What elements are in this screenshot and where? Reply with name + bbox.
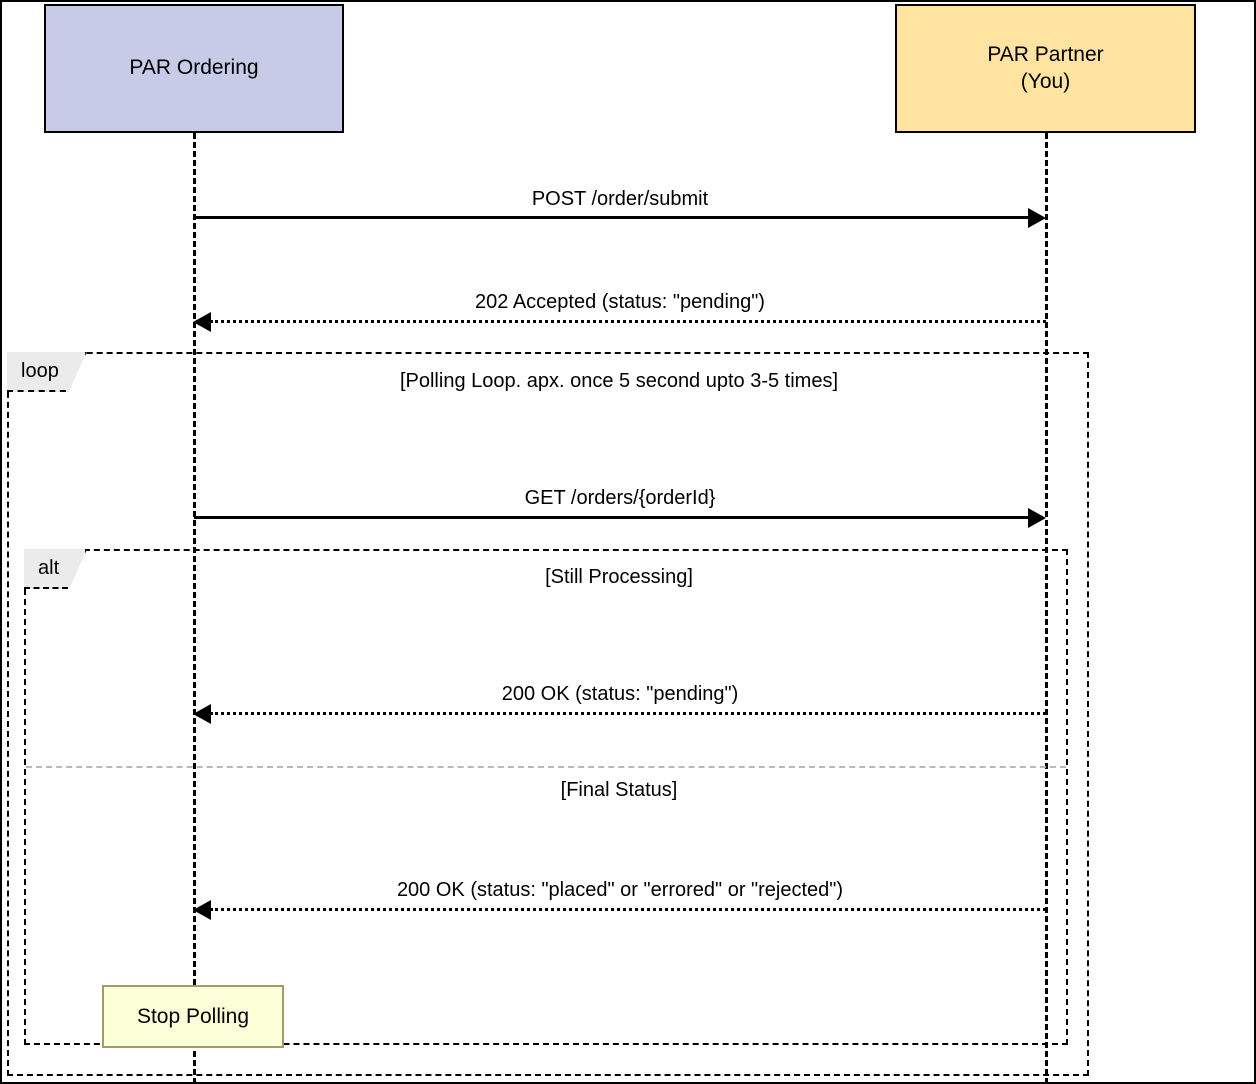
lifeline-par-ordering xyxy=(193,133,196,1082)
alt-fragment[interactable]: alt xyxy=(24,549,1068,1045)
loop-fragment-operator-label: loop xyxy=(21,359,59,382)
alt-fragment-divider xyxy=(26,766,1066,768)
loop-fragment[interactable]: loop xyxy=(7,352,1089,1076)
alt-fragment-operator-tag: alt xyxy=(24,549,87,589)
alt-fragment-operator-label: alt xyxy=(38,556,60,579)
message-post-order-submit-label: POST /order/submit xyxy=(531,188,709,210)
alt-fragment-guard: [Still Processing] xyxy=(545,566,693,588)
message-202-accepted-line xyxy=(210,320,1046,323)
arrowhead-left-icon xyxy=(193,704,211,724)
message-200-ok-pending-label: 200 OK (status: "pending") xyxy=(501,683,739,705)
participant-par-ordering[interactable]: PAR Ordering xyxy=(44,4,344,133)
note-stop-polling[interactable]: Stop Polling xyxy=(102,985,284,1048)
message-get-order-status-line xyxy=(194,516,1030,519)
participant-par-partner-label: PAR Partner (You) xyxy=(987,42,1104,93)
participant-par-ordering-label: PAR Ordering xyxy=(129,56,259,80)
note-stop-polling-label: Stop Polling xyxy=(136,1004,250,1028)
message-post-order-submit-line xyxy=(194,216,1030,219)
participant-par-partner[interactable]: PAR Partner (You) xyxy=(895,4,1196,133)
message-200-ok-pending-line xyxy=(210,712,1046,715)
message-200-ok-final-line xyxy=(210,908,1046,911)
loop-fragment-operator-tag: loop xyxy=(7,352,87,392)
lifeline-par-partner xyxy=(1045,133,1048,1082)
message-202-accepted-label: 202 Accepted (status: "pending") xyxy=(475,291,765,313)
arrowhead-right-icon xyxy=(1028,208,1046,228)
loop-fragment-guard: [Polling Loop. apx. once 5 second upto 3… xyxy=(399,370,839,392)
alt-fragment-else-guard: [Final Status] xyxy=(560,779,678,801)
arrowhead-left-icon xyxy=(193,900,211,920)
arrowhead-left-icon xyxy=(193,312,211,332)
message-get-order-status-label: GET /orders/{orderId} xyxy=(524,487,716,509)
arrowhead-right-icon xyxy=(1028,508,1046,528)
message-200-ok-final-label: 200 OK (status: "placed" or "errored" or… xyxy=(396,879,844,901)
